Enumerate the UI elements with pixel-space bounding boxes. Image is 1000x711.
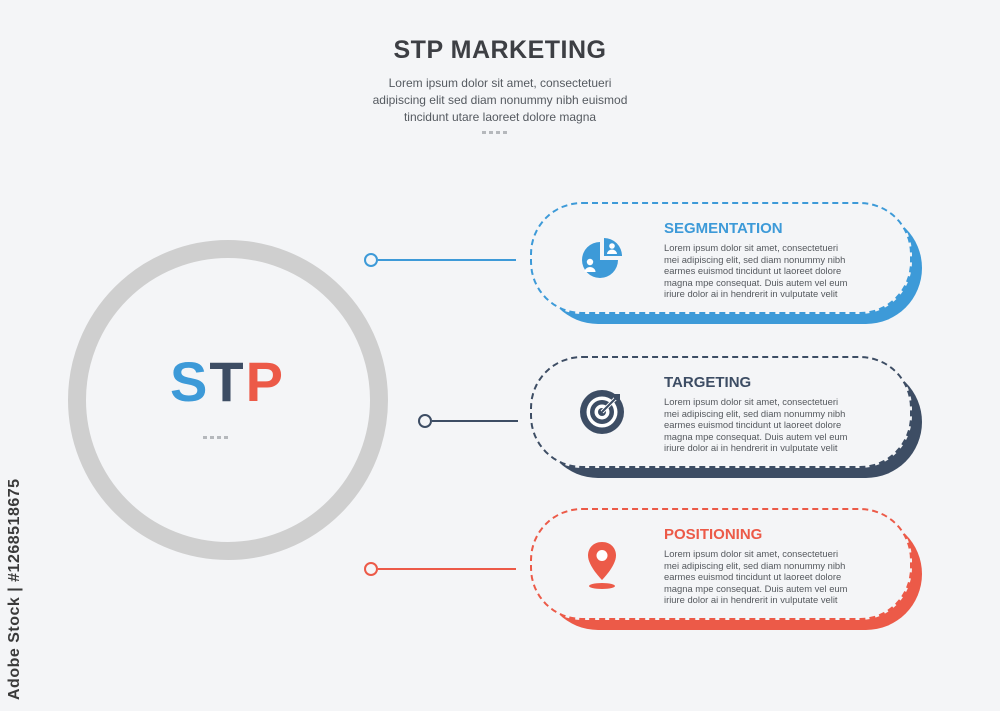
card-segmentation: SEGMENTATION Lorem ipsum dolor sit amet,… xyxy=(530,202,922,324)
subtitle-line: Lorem ipsum dolor sit amet, consectetuer… xyxy=(388,76,612,90)
subtitle-line: adipiscing elit sed diam nonummy nibh eu… xyxy=(372,93,628,107)
card-body-line: Lorem ipsum dolor sit amet, consectetuer… xyxy=(664,396,839,407)
card-face xyxy=(530,508,912,620)
card-body-line: mei adipiscing elit, sed diam nonummy ni… xyxy=(664,559,846,571)
card-targeting: TARGETING Lorem ipsum dolor sit amet, co… xyxy=(530,356,922,478)
card-body: Lorem ipsum dolor sit amet, consectetuer… xyxy=(664,396,864,454)
card-body-line: magna mpe consequat. Duis autem vel eum xyxy=(664,582,848,594)
page-subtitle: Lorem ipsum dolor sit amet, consectetuer… xyxy=(300,75,700,126)
header: STP MARKETING Lorem ipsum dolor sit amet… xyxy=(300,36,700,126)
card-body-line: earmes euismod tincidunt ut laoreet dolo… xyxy=(664,265,842,276)
connector-targeting xyxy=(418,414,518,428)
card-body-line: mei adipiscing elit, sed diam nonummy ni… xyxy=(664,253,846,265)
connector-node xyxy=(364,562,378,576)
connector-node xyxy=(364,253,378,267)
card-body-line: earmes euismod tincidunt ut laoreet dolo… xyxy=(664,571,842,582)
card-body-line: iriure dolor ai in hendrerit in vulputat… xyxy=(664,594,838,605)
card-body-line: earmes euismod tincidunt ut laoreet dolo… xyxy=(664,419,842,430)
card-body-line: Lorem ipsum dolor sit amet, consectetuer… xyxy=(664,548,839,559)
card-body-line: Lorem ipsum dolor sit amet, consectetuer… xyxy=(664,242,839,253)
card-title: SEGMENTATION xyxy=(664,220,783,237)
stp-label: STP xyxy=(170,354,285,410)
target-icon xyxy=(576,386,628,438)
connector-positioning xyxy=(364,562,516,576)
card-title: POSITIONING xyxy=(664,526,763,543)
card-body-line: magna mpe consequat. Duis autem vel eum xyxy=(664,430,848,442)
card-body: Lorem ipsum dolor sit amet, consectetuer… xyxy=(664,242,864,300)
stp-letter-p: P xyxy=(245,350,285,413)
stp-letter-s: S xyxy=(170,350,210,413)
stock-watermark: Adobe Stock | #1268518675 xyxy=(6,478,23,700)
card-title: TARGETING xyxy=(664,374,752,391)
card-body: Lorem ipsum dolor sit amet, consectetuer… xyxy=(664,548,864,606)
header-dots-divider xyxy=(482,131,507,134)
location-pin-icon xyxy=(576,538,628,590)
stp-letter-t: T xyxy=(209,350,246,413)
card-body-line: iriure dolor ai in hendrerit in vulputat… xyxy=(664,288,838,299)
page-title: STP MARKETING xyxy=(393,36,607,64)
card-body-line: magna mpe consequat. Duis autem vel eum xyxy=(664,276,848,288)
center-dots-divider xyxy=(203,436,228,439)
pie-chart-users-icon xyxy=(576,232,628,284)
connector-node xyxy=(418,414,432,428)
connector-segmentation xyxy=(364,253,516,267)
subtitle-line: tincidunt utare laoreet dolore magna xyxy=(403,110,597,124)
card-body-line: mei adipiscing elit, sed diam nonummy ni… xyxy=(664,407,846,419)
card-positioning: POSITIONING Lorem ipsum dolor sit amet, … xyxy=(530,508,922,630)
card-body-line: iriure dolor ai in hendrerit in vulputat… xyxy=(664,442,838,453)
